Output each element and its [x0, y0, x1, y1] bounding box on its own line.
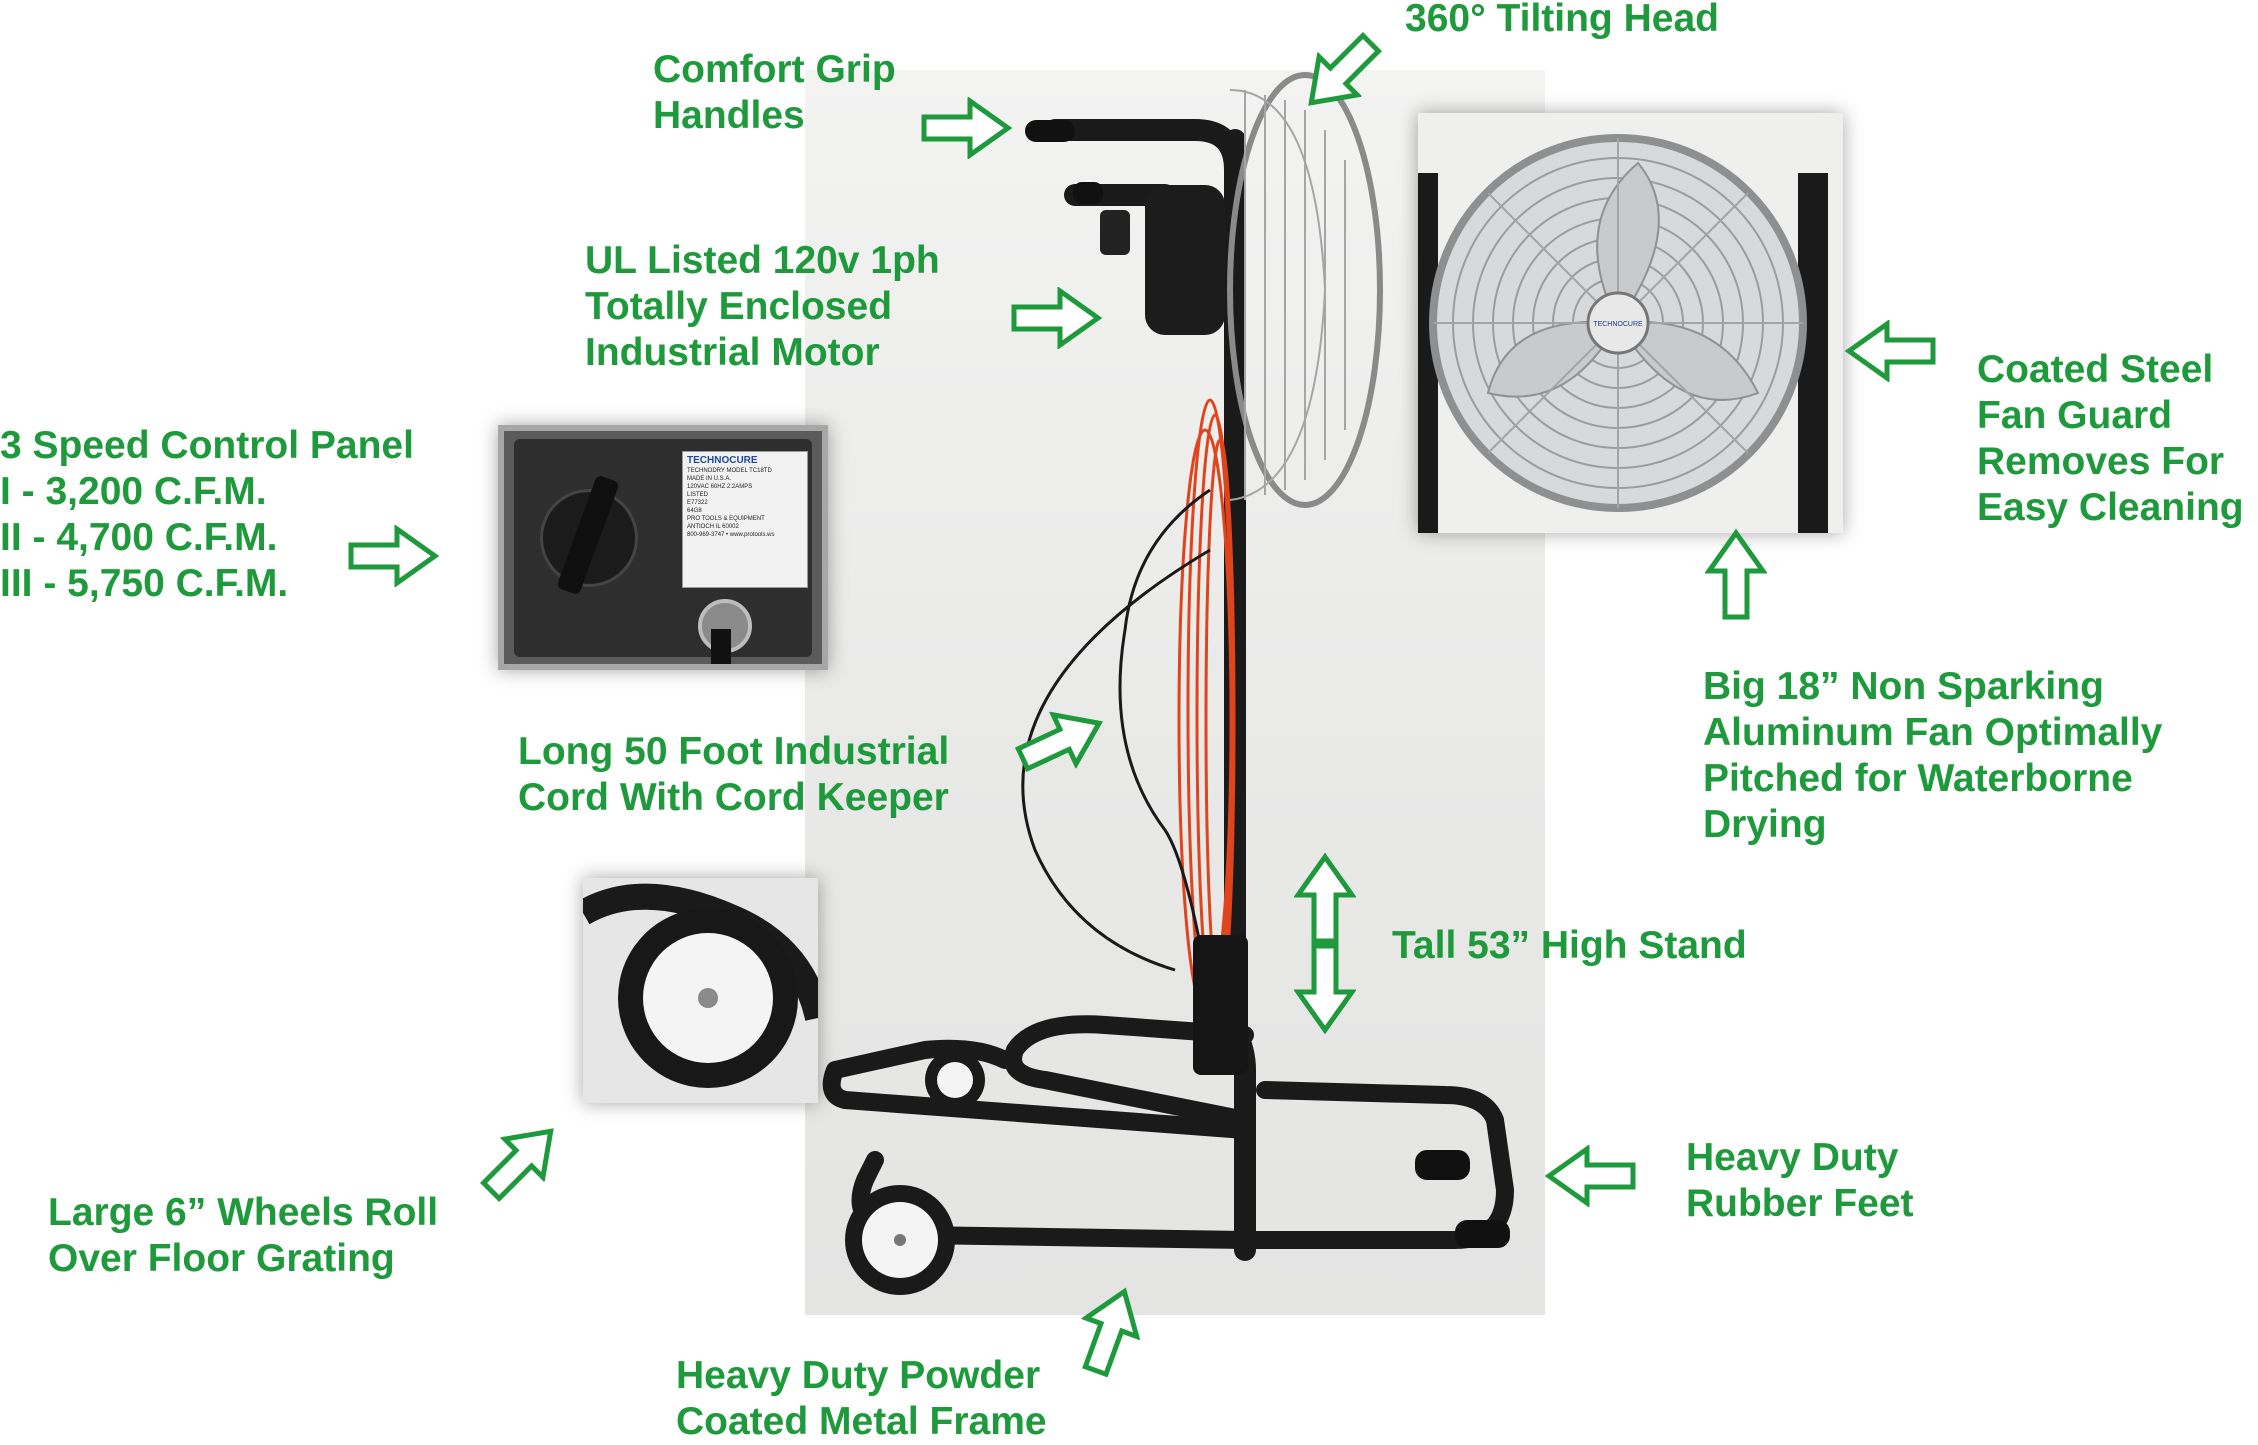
- panel-sticker-line: PRO TOOLS & EQUIPMENT: [687, 516, 765, 522]
- hollow-arrow-icon: [918, 97, 1014, 159]
- panel-sticker-line: 64G8: [687, 508, 702, 514]
- label-grip-handles: Comfort Grip Handles: [653, 48, 896, 137]
- label-rubber-feet: Heavy Duty Rubber Feet: [1686, 1136, 1914, 1225]
- label-fan-blade: Big 18” Non Sparking Aluminum Fan Optima…: [1703, 665, 2163, 846]
- label-frame: Heavy Duty Powder Coated Metal Frame: [676, 1354, 1047, 1443]
- control-panel-photo: TECHNOCURE TECHNODRY MODEL TC18TD MADE IN…: [498, 425, 828, 670]
- panel-sticker-line: ANTIOCH IL 60002: [687, 524, 739, 530]
- fan-stand-photo: [822, 72, 1514, 1295]
- hollow-arrow-icon: [1008, 287, 1104, 349]
- panel-sticker-lines: TECHNODRY MODEL TC18TD MADE IN U.S.A. 120V…: [683, 467, 807, 539]
- power-cord: [711, 629, 731, 664]
- panel-sticker-line: E77322: [687, 500, 708, 506]
- hollow-arrow-icon: [1294, 851, 1356, 947]
- hollow-arrow-icon: [465, 1105, 577, 1217]
- label-cord: Long 50 Foot Industrial Cord With Cord K…: [518, 730, 950, 819]
- hollow-arrow-icon: [1543, 1145, 1639, 1207]
- hollow-arrow-icon: [1843, 320, 1939, 382]
- panel-sticker-line: 120VAC 60HZ 2.2AMPS: [687, 484, 753, 490]
- label-control-panel: 3 Speed Control Panel I - 3,200 C.F.M. I…: [0, 424, 414, 605]
- label-fan-guard: Coated Steel Fan Guard Removes For Easy …: [1977, 348, 2244, 529]
- wheel-photo: [583, 878, 818, 1103]
- label-wheels: Large 6” Wheels Roll Over Floor Grating: [48, 1191, 439, 1280]
- label-motor: UL Listed 120v 1ph Totally Enclosed Indu…: [585, 239, 940, 374]
- panel-sticker-line: LISTED: [687, 492, 709, 498]
- panel-sticker: TECHNOCURE TECHNODRY MODEL TC18TD MADE IN…: [682, 451, 808, 588]
- panel-sticker-line: TECHNODRY MODEL TC18TD: [687, 468, 772, 474]
- hollow-arrow-icon: [1705, 527, 1767, 623]
- label-tilting-head: 360° Tilting Head: [1405, 0, 1719, 40]
- fan-guard-photo: TECHNOCURE: [1418, 113, 1843, 533]
- label-stand: Tall 53” High Stand: [1392, 924, 1747, 967]
- panel-sticker-line: MADE IN U.S.A.: [687, 476, 732, 482]
- panel-sticker-brand: TECHNOCURE: [687, 455, 758, 466]
- panel-sticker-line: 800-969-3747 • www.protools.ws: [687, 532, 775, 538]
- hollow-arrow-icon: [345, 525, 441, 587]
- hollow-arrow-icon: [1294, 940, 1356, 1036]
- fan-hub-text: TECHNOCURE: [1593, 321, 1643, 328]
